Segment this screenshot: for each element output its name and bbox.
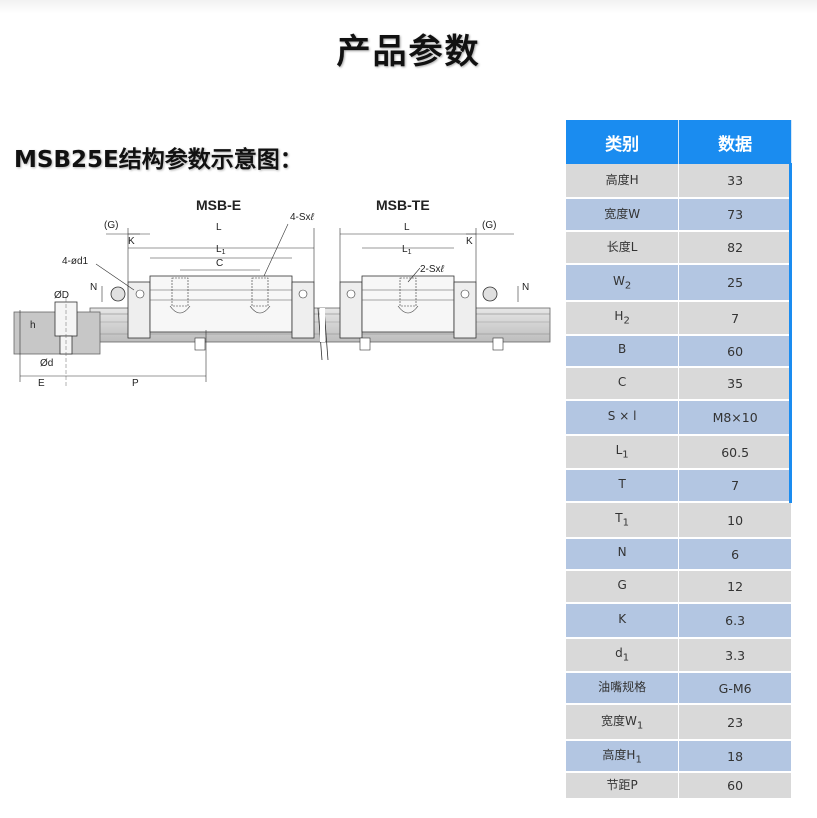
dim-label: L	[404, 222, 410, 233]
param-name: T1	[566, 502, 680, 539]
block-body	[149, 275, 293, 333]
param-name: H2	[566, 301, 680, 336]
block-body	[361, 275, 455, 333]
block-endplate	[453, 281, 477, 339]
top-fade	[0, 0, 817, 14]
param-name: L1	[566, 435, 680, 470]
dim-label: N	[522, 282, 529, 293]
param-value: 23	[678, 704, 792, 741]
param-name: 高度H	[566, 164, 680, 199]
param-value: G-M6	[678, 672, 792, 705]
param-value: 7	[678, 469, 792, 503]
param-name: B	[566, 335, 680, 368]
param-value: 7	[678, 301, 792, 336]
dim-label: (G)	[104, 220, 118, 231]
param-name: S × l	[566, 400, 680, 436]
param-name: 油嘴规格	[566, 672, 680, 705]
param-name: W2	[566, 264, 680, 302]
param-value: 60	[678, 772, 792, 800]
dim-label: K	[466, 236, 473, 247]
param-value: 33	[678, 164, 792, 199]
model-label-left: MSB-E	[196, 197, 241, 213]
param-value: 10	[678, 502, 792, 539]
param-name: 宽度W1	[566, 704, 680, 741]
param-name: d1	[566, 638, 680, 673]
model-label-right: MSB-TE	[376, 197, 430, 213]
param-value: 82	[678, 231, 792, 265]
accent-strip	[789, 163, 792, 503]
dim-label: 4-Sxℓ	[290, 212, 315, 223]
param-name: T	[566, 469, 680, 503]
dim-label: C	[216, 258, 223, 269]
param-value: 12	[678, 570, 792, 604]
param-name: 长度L	[566, 231, 680, 265]
dim-label: P	[132, 378, 139, 389]
param-value: 60.5	[678, 435, 792, 470]
dim-label: L1	[216, 244, 226, 256]
dim-label: Ød	[40, 358, 53, 369]
dim-label: ØD	[54, 290, 69, 301]
dim-label: h	[30, 320, 36, 331]
structure-diagram: MSB-E MSB-TE (G) K L L1 C 4-Sxℓ 4-ød1 N …	[13, 197, 551, 389]
block-endplate	[291, 281, 315, 339]
dim-label: N	[90, 282, 97, 293]
mount-hole	[171, 277, 189, 307]
param-name: 高度H1	[566, 740, 680, 773]
param-value: 60	[678, 335, 792, 368]
param-name: C	[566, 367, 680, 401]
dim-label: 4-ød1	[62, 256, 89, 267]
dim-label: K	[128, 236, 135, 247]
dim-label: (G)	[482, 220, 496, 231]
dim-label: E	[38, 378, 45, 389]
param-value: 3.3	[678, 638, 792, 673]
param-name: G	[566, 570, 680, 604]
section-title: MSB25E结构参数示意图：	[14, 147, 303, 173]
grease-nipple	[482, 286, 498, 302]
grease-nipple	[110, 286, 126, 302]
column-header-category: 类别	[566, 120, 680, 164]
dim-label: 2-Sxℓ	[420, 264, 445, 275]
param-value: 6	[678, 538, 792, 571]
param-name: N	[566, 538, 680, 571]
dim-label: L1	[402, 244, 412, 256]
page-title: 产品参数	[336, 32, 481, 72]
param-value: 35	[678, 367, 792, 401]
param-name: 宽度W	[566, 198, 680, 232]
param-value: 73	[678, 198, 792, 232]
param-value: 25	[678, 264, 792, 302]
param-name: 节距P	[566, 772, 680, 800]
column-header-value: 数据	[678, 120, 792, 164]
dim-label: L	[216, 222, 222, 233]
mount-hole	[399, 277, 417, 307]
mount-hole	[251, 277, 269, 307]
bolt-shank	[59, 335, 73, 355]
param-value: M8×10	[678, 400, 792, 436]
param-value: 18	[678, 740, 792, 773]
param-name: K	[566, 603, 680, 639]
param-value: 6.3	[678, 603, 792, 639]
